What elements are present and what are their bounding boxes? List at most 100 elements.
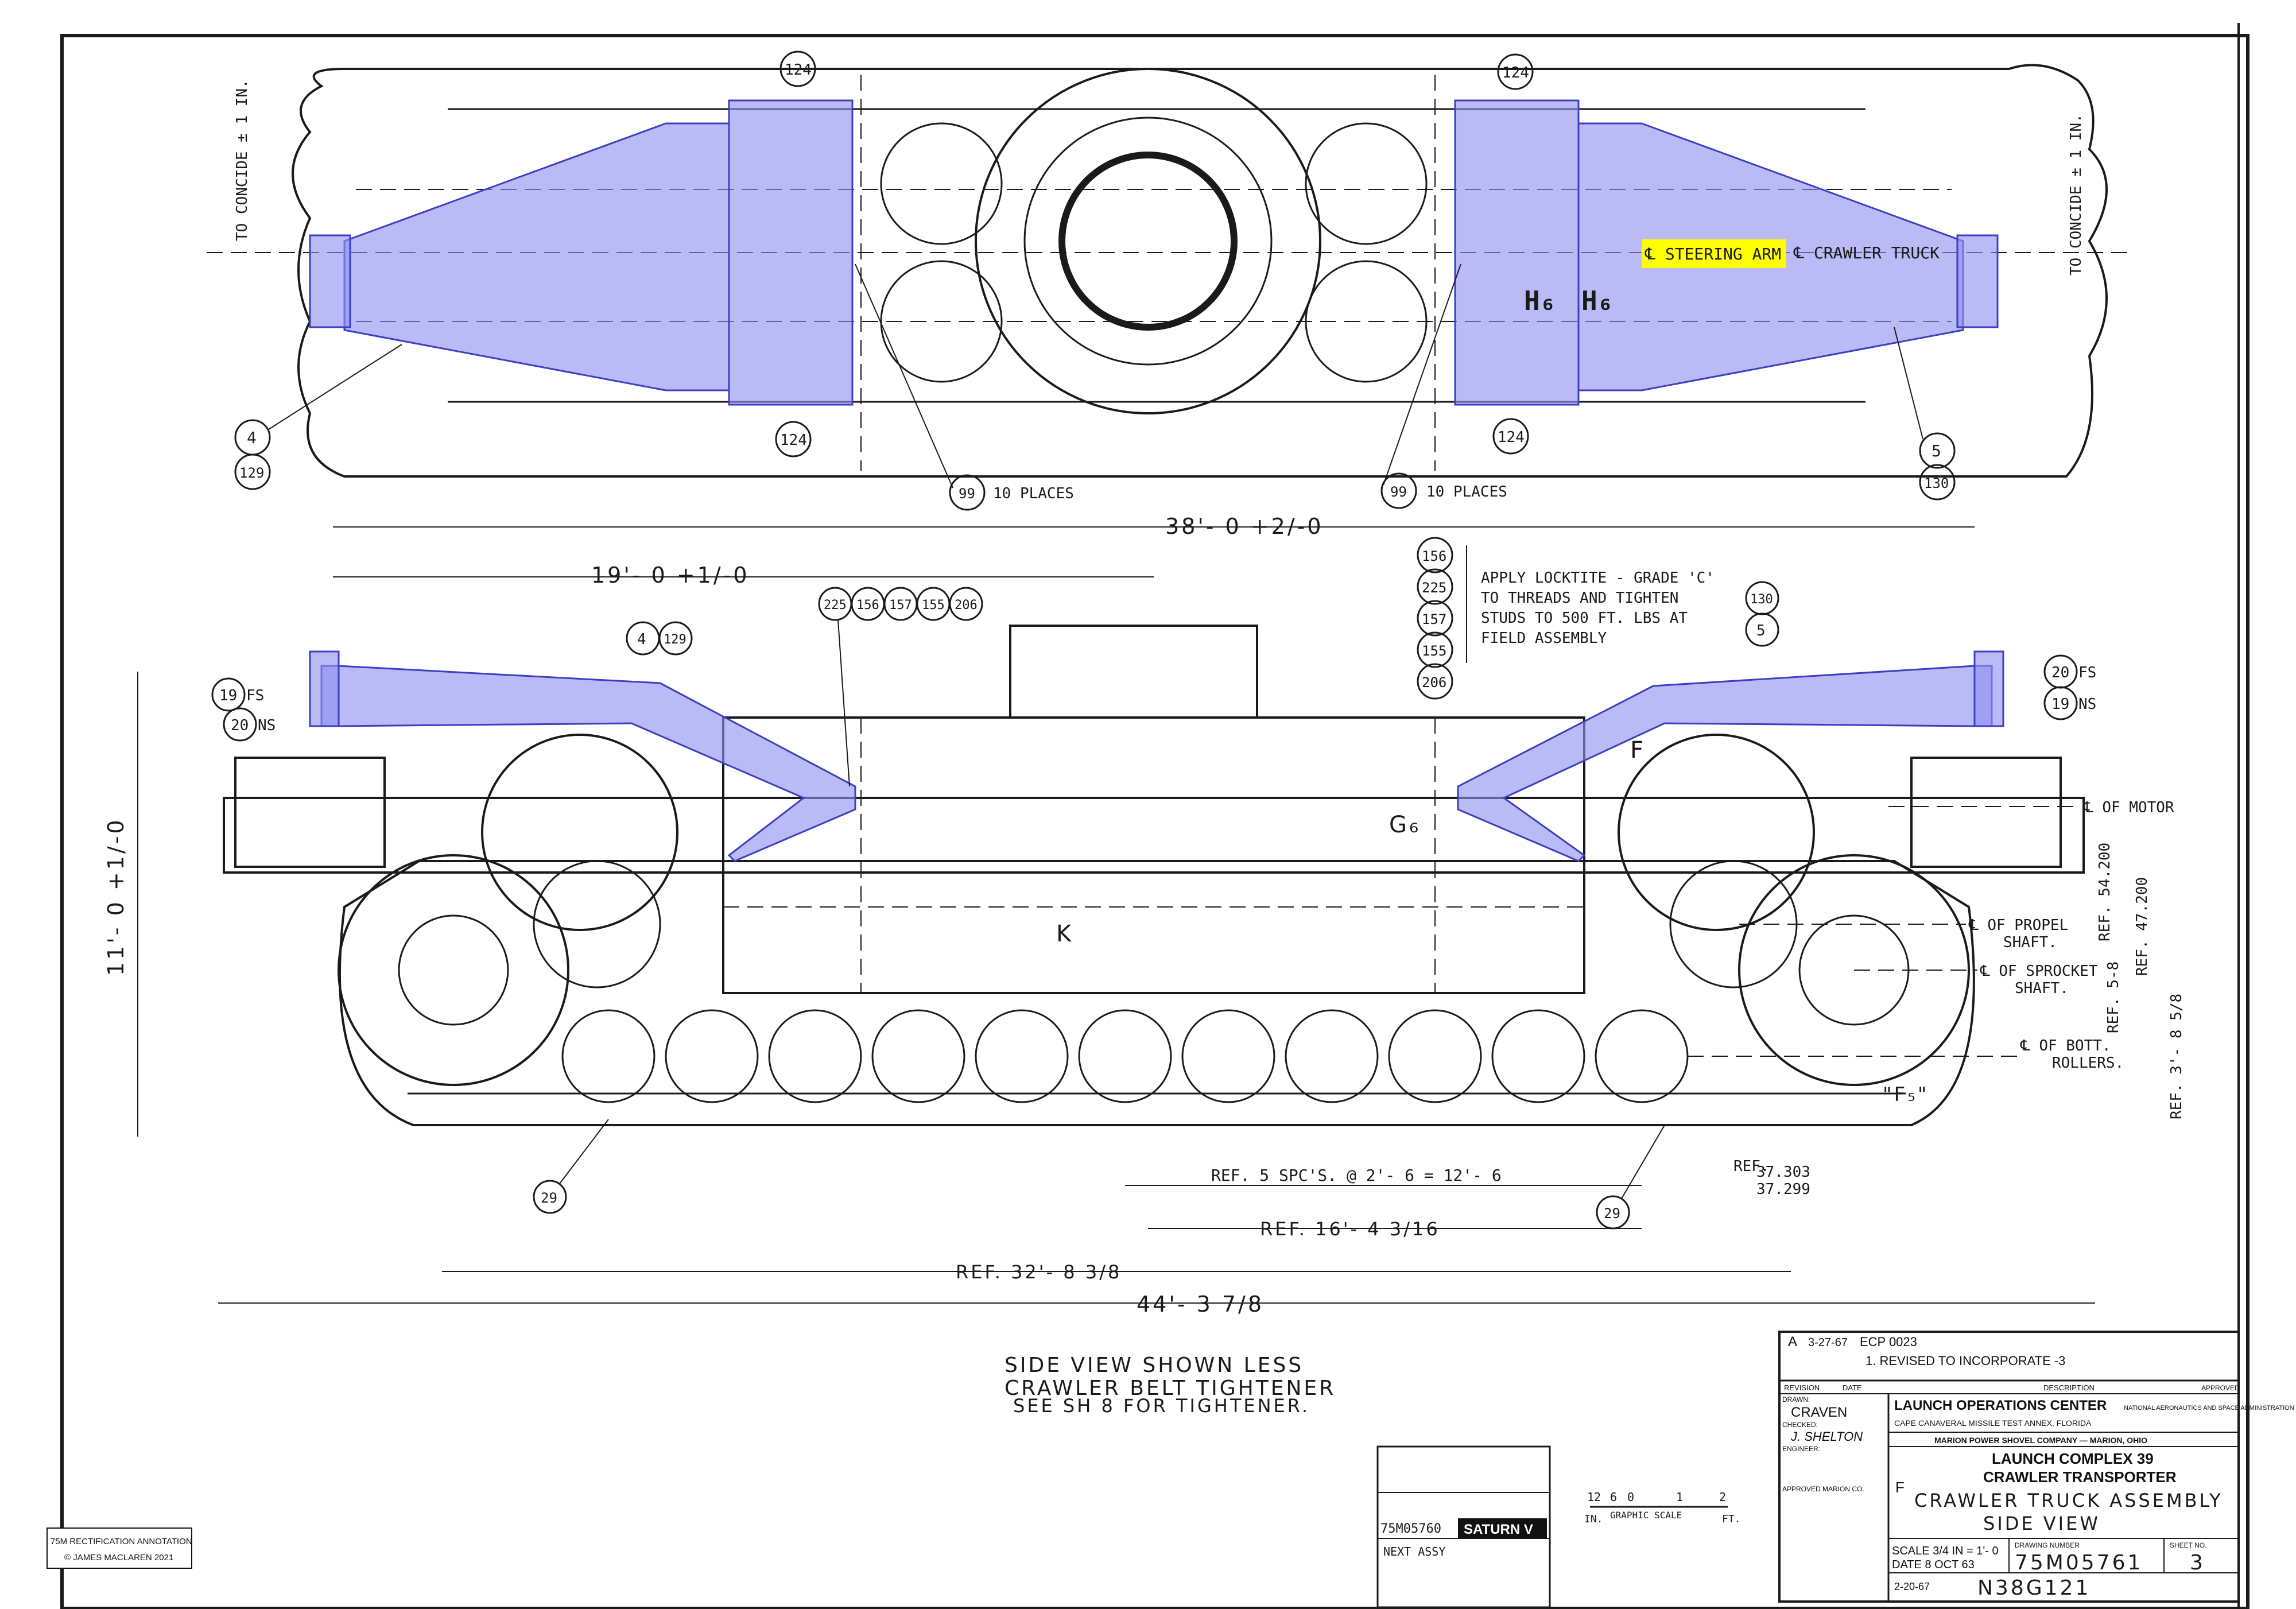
ref-58-label: REF. 5-8	[2105, 961, 2122, 1033]
ref-47-label: REF. 47.200	[2134, 877, 2151, 976]
callout-124-tl-bubble	[779, 51, 816, 87]
stack-bubble-4	[1417, 631, 1453, 668]
tb-approved-by: APPROVED MARION CO.	[1782, 1485, 1864, 1493]
graphic-scale-inch: IN.	[1584, 1513, 1603, 1525]
tb-sheet-no: 3	[2190, 1551, 2205, 1575]
callout-4-side: 4	[637, 631, 646, 648]
roller-5	[975, 1009, 1069, 1103]
tb-scale: SCALE 3/4 IN = 1'- 0	[1892, 1545, 1999, 1557]
steering-arm-left-mount	[728, 99, 854, 406]
steering-arm-right-pin-side	[1973, 650, 2004, 727]
callout-129-side-bubble	[658, 621, 693, 656]
callout-99-right: 99	[1390, 484, 1407, 500]
tb-title-4: SIDE VIEW	[1983, 1513, 2100, 1534]
tb-dwg-no: 75M05761	[2015, 1551, 2143, 1575]
tb-rev-date: 3-27-67	[1808, 1336, 1848, 1349]
roller-10	[1491, 1009, 1585, 1103]
tb-date: DATE 8 OCT 63	[1892, 1558, 1975, 1571]
dim-19-text: 19'- 0 +1/-0	[591, 563, 750, 588]
callout-5-top: 5	[1932, 441, 1941, 460]
sheet-border	[60, 34, 2250, 1609]
stamp-next-assy: NEXT ASSY	[1383, 1545, 1445, 1558]
steering-arm-centerline-highlight	[1642, 239, 1786, 268]
crawler-truck-centerline-label: ℄ CRAWLER TRUCK	[1793, 243, 1940, 262]
leader-5-top	[1894, 327, 1923, 440]
callout-29-left: 29	[541, 1190, 557, 1206]
stack-bubble-1	[1417, 537, 1453, 573]
callout-20fs: 20 FS	[2051, 664, 2096, 681]
callout-20ns: 20 NS	[231, 717, 276, 734]
sprocket-label-2: SHAFT.	[2015, 980, 2069, 997]
king-pin-bearing-inner	[1058, 152, 1238, 331]
dim-44-text: 44'- 3 7/8	[1137, 1292, 1264, 1317]
callout-124-tr-bubble	[1497, 53, 1534, 90]
bott-label-1: ℄ OF BOTT.	[2020, 1037, 2111, 1054]
tb-revision-hdr: REVISION	[1784, 1383, 1820, 1392]
dim-spc-text: REF. 5 SPC'S. @ 2'- 6 = 12'- 6	[1211, 1166, 1502, 1185]
stack-bubble-2	[1417, 568, 1453, 605]
callout-5-top-bubble	[1919, 432, 1956, 469]
roller-2	[665, 1009, 759, 1103]
corner-tag-box	[46, 1527, 192, 1569]
graphic-scale-tick-1: 6	[1610, 1490, 1617, 1504]
truck-body	[722, 716, 1585, 994]
roller-3	[768, 1009, 862, 1103]
tb-date-hdr: DATE	[1843, 1383, 1862, 1392]
graphic-scale-tick-4: 2	[1719, 1490, 1726, 1504]
callout-130-top-bubble	[1919, 464, 1956, 501]
idler-right	[1738, 854, 1970, 1086]
h6-label-2: H₆	[1581, 285, 1613, 316]
callout-124-tl: 124	[785, 61, 812, 79]
graphic-scale-tick-3: 1	[1676, 1490, 1683, 1504]
tb-title-2: CRAWLER TRANSPORTER	[1983, 1468, 2177, 1486]
roller-4	[871, 1009, 965, 1103]
corner-tag-line-2: © JAMES MACLAREN 2021	[64, 1553, 173, 1563]
leader-29-left	[559, 1119, 609, 1184]
propel-gear-left	[533, 860, 661, 988]
king-pin-bearing-outer	[975, 68, 1321, 414]
h6-label-1: H₆	[1524, 285, 1556, 316]
stack-bubble-5	[1417, 663, 1453, 700]
callout-130-top: 130	[1924, 475, 1949, 491]
truck-frame	[223, 797, 2085, 874]
steering-arm-right-mount	[1454, 99, 1580, 406]
coincide-note-left: TO CONCIDE ± 1 IN.	[234, 79, 251, 241]
callout-129-top: 129	[239, 465, 264, 481]
tb-org: LAUNCH OPERATIONS CENTER	[1894, 1398, 2107, 1413]
graphic-scale-unit: FT.	[1722, 1513, 1741, 1525]
callout-124-br: 124	[1498, 429, 1525, 446]
tb-company: MARION POWER SHOVEL COMPANY — MARION, OH…	[1934, 1436, 2147, 1445]
tb-title-3: CRAWLER TRUCK ASSEMBLY	[1914, 1490, 2223, 1511]
side-view-note-3: SEE SH 8 FOR TIGHTENER.	[1013, 1395, 1310, 1417]
label-k: K	[1056, 921, 1073, 947]
tb-description-hdr: DESCRIPTION	[2043, 1383, 2095, 1392]
tb-sheet-hdr: SHEET NO.	[2170, 1541, 2206, 1549]
row-bubble-5	[949, 587, 983, 621]
tb-nasa: NATIONAL AERONAUTICS AND SPACE ADMINISTR…	[2124, 1405, 2294, 1412]
motor-centerline-label: ℄ OF MOTOR	[2083, 799, 2174, 816]
steering-arm-left-pin	[309, 234, 351, 328]
row-leader	[837, 619, 850, 787]
stack-callout-2: 225	[1422, 580, 1446, 596]
ref-37-b: 37.299	[1756, 1181, 1810, 1198]
ref-37-label: REF.	[1733, 1158, 1770, 1175]
leader-29-right	[1621, 1125, 1665, 1199]
callout-99-left: 99	[959, 486, 975, 502]
callout-99-right-bubble	[1380, 472, 1417, 509]
locktite-note-3: STUDS TO 500 FT. LBS AT	[1481, 610, 1688, 627]
side-view-note-2: CRAWLER BELT TIGHTENER	[1004, 1377, 1336, 1400]
bottom-rollers	[561, 1009, 1689, 1103]
callout-19fs-bubble	[211, 677, 246, 712]
dim-32-text: REF. 32'- 8 3/8	[956, 1261, 1122, 1283]
propel-label-2: SHAFT.	[2003, 934, 2057, 951]
locktite-note-4: FIELD ASSEMBLY	[1481, 630, 1607, 647]
row-callout-3: 157	[889, 598, 912, 612]
king-pin-bearing-ring	[1023, 117, 1273, 366]
callout-129-top-bubble	[234, 453, 271, 490]
stack-bubble-3	[1417, 600, 1453, 637]
tb-code: N38G121	[1977, 1576, 2091, 1600]
jack-cylinder-1	[880, 122, 1003, 245]
stamp-saturn: SATURN V	[1464, 1522, 1533, 1537]
top-view-break-outline	[292, 64, 2108, 478]
tb-drawn: DRAWN:	[1782, 1395, 1810, 1403]
